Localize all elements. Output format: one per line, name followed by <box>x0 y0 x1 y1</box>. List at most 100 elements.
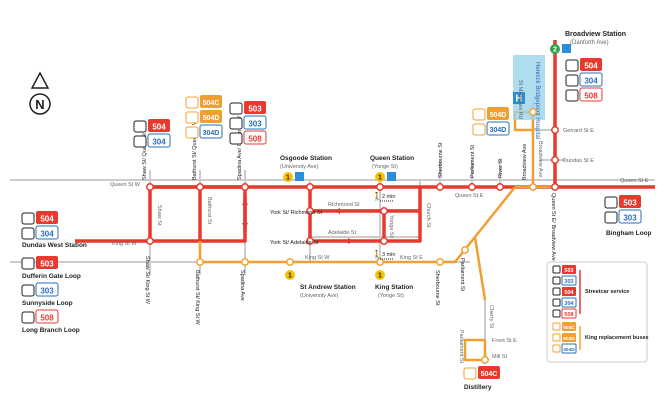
badge-304: 304 <box>152 138 166 147</box>
street-king-w2: King St W <box>305 255 330 261</box>
street-king-e: King St E <box>400 255 423 261</box>
badge-304d: 304D <box>203 130 220 137</box>
street-mill: Mill St <box>492 354 507 360</box>
line1-icon <box>285 270 295 280</box>
street-dundas-e: Dundas St E <box>563 158 594 164</box>
street-labels: Queen St W Queen St E Queen St E King St… <box>110 80 649 363</box>
line2-number: 2 <box>553 47 557 54</box>
stop-york-richmond[interactable] <box>306 207 314 215</box>
street-queen-e2: Queen St E <box>620 178 649 184</box>
badge-503: 503 <box>40 260 54 269</box>
hospital-letter: H <box>515 94 522 105</box>
street-church: Church St <box>425 203 431 228</box>
station-st-andrew[interactable]: 1 St Andrew Station (University Ave) <box>285 270 356 299</box>
stop-river-queen[interactable] <box>496 183 504 191</box>
stop-label-bathurst-king: Bathurst St/ King St W <box>194 270 200 326</box>
compass: N <box>29 71 51 115</box>
badge-504d: 504D <box>203 115 220 122</box>
legend: 503 303 504 304 508 Streetcar service 50… <box>546 261 649 363</box>
street-broadview-ave: Broadview Ave <box>537 141 543 177</box>
stop-parliament-king[interactable] <box>461 246 469 254</box>
stop-spadina-king[interactable] <box>241 258 249 266</box>
line1-number: 1 <box>378 175 382 182</box>
street-adelaide: Adelaide St <box>328 230 357 236</box>
stop-shaw-queen[interactable] <box>146 183 154 191</box>
badge-504: 504 <box>584 62 598 71</box>
accessible-icon <box>562 44 571 53</box>
stop-label-shaw-queen: Shaw St/ Queen St W <box>142 126 148 180</box>
badges-bingham: 503 303 Bingham Loop <box>604 195 652 237</box>
stop-bathurst-king[interactable] <box>196 258 204 266</box>
stop-yonge-richmond[interactable] <box>380 207 388 215</box>
badges-shaw: 504 304 <box>133 119 171 148</box>
badges-west-loops: 503 Dufferin Gate Loop 303 Sunnyside Loo… <box>21 256 81 334</box>
walk-king: 🚶 3 min <box>372 249 395 260</box>
accessible-icon <box>387 172 396 181</box>
street-queen-e: Queen St E <box>455 193 484 199</box>
badges-dundas-west: 504 304 Dundas West Station <box>21 211 87 249</box>
bus-routes <box>198 110 553 362</box>
station-st-andrew-name: St Andrew Station <box>300 284 356 291</box>
north-arrow-icon <box>30 71 50 89</box>
badge-503: 503 <box>248 105 262 114</box>
stop-shaw-king[interactable] <box>146 237 154 245</box>
badge-504: 504 <box>40 215 54 224</box>
stop-queen-broadview[interactable] <box>551 183 559 191</box>
station-broadview-sub: (Danforth Ave) <box>570 40 609 46</box>
badge-508: 508 <box>248 135 262 144</box>
stop-distillery[interactable] <box>481 356 489 364</box>
station-queen[interactable]: Queen Station (Yonge St) 1 <box>370 155 414 182</box>
stop-spadina-queen[interactable] <box>241 183 249 191</box>
station-osgoode-sub: (University Ave) <box>280 164 319 170</box>
stop-dundas-e[interactable] <box>551 156 559 164</box>
stop-yonge-adelaide[interactable] <box>380 237 388 245</box>
accessible-icon <box>295 172 304 181</box>
stop-broadview-queen[interactable] <box>529 183 537 191</box>
line1-icon <box>283 172 293 182</box>
stop-bathurst-queen[interactable] <box>196 183 204 191</box>
stop-osgoode[interactable] <box>306 183 314 191</box>
badges-bathurst: 504C 504D 304D <box>185 95 223 139</box>
badges-broadview: 504 304 508 <box>565 58 603 102</box>
stop-hospital[interactable] <box>529 108 537 116</box>
station-osgoode-name: Osgoode Station <box>280 155 332 162</box>
stop-queen-yonge[interactable] <box>376 183 384 191</box>
legend-504: 504 <box>564 290 574 296</box>
walk-icon: 🚶 <box>372 249 382 259</box>
dest-distillery: Distillery <box>464 384 492 391</box>
street-king-w: King St W <box>112 241 137 247</box>
stop-label-parliament-s: Parliament St <box>459 258 465 291</box>
station-broadview-name: Broadview Station <box>565 31 626 38</box>
stop-york-adelaide[interactable] <box>306 237 314 245</box>
stop-label-broadview-n: Broadview Ave <box>522 144 528 180</box>
badges-spadina: 503 303 508 <box>229 101 267 145</box>
legend-304: 304 <box>564 301 574 307</box>
line1-icon <box>375 172 385 182</box>
line1-number: 1 <box>288 273 292 280</box>
station-broadview[interactable]: Broadview Station (Danforth Ave) 2 <box>550 31 626 54</box>
badge-504: 504 <box>152 123 166 132</box>
street-gerrard: Gerrard St E <box>563 128 594 134</box>
station-osgoode[interactable]: Osgoode Station (University Ave) 1 <box>280 155 332 182</box>
compass-circle <box>29 93 51 115</box>
badge-503: 503 <box>623 199 637 208</box>
street-front-e: Front St E <box>492 338 517 344</box>
street-bathurst: Bathurst St <box>206 197 212 225</box>
stop-label-spadina-king: Spadina Ave <box>239 270 245 301</box>
legend-508: 508 <box>564 312 573 318</box>
legend-bus: 504C 504D 304D King replacement buses <box>552 322 649 354</box>
stop-sherbourne-king[interactable] <box>436 258 444 266</box>
stop-gerrard[interactable] <box>551 126 559 134</box>
stop-king-yonge[interactable] <box>376 258 384 266</box>
stop-label-parliament-n: Parliament St <box>470 145 476 178</box>
stop-sherbourne-queen[interactable] <box>436 183 444 191</box>
stop-st-andrew[interactable] <box>286 258 294 266</box>
badge-303: 303 <box>623 214 637 223</box>
station-king[interactable]: 1 King Station (Yonge St) <box>375 270 413 299</box>
route-arrows <box>242 199 354 244</box>
stop-parliament-queen[interactable] <box>468 183 476 191</box>
street-yonge: Yonge St <box>388 215 394 238</box>
walk-icon: 🚶 <box>372 191 382 201</box>
line1-number: 1 <box>378 273 382 280</box>
